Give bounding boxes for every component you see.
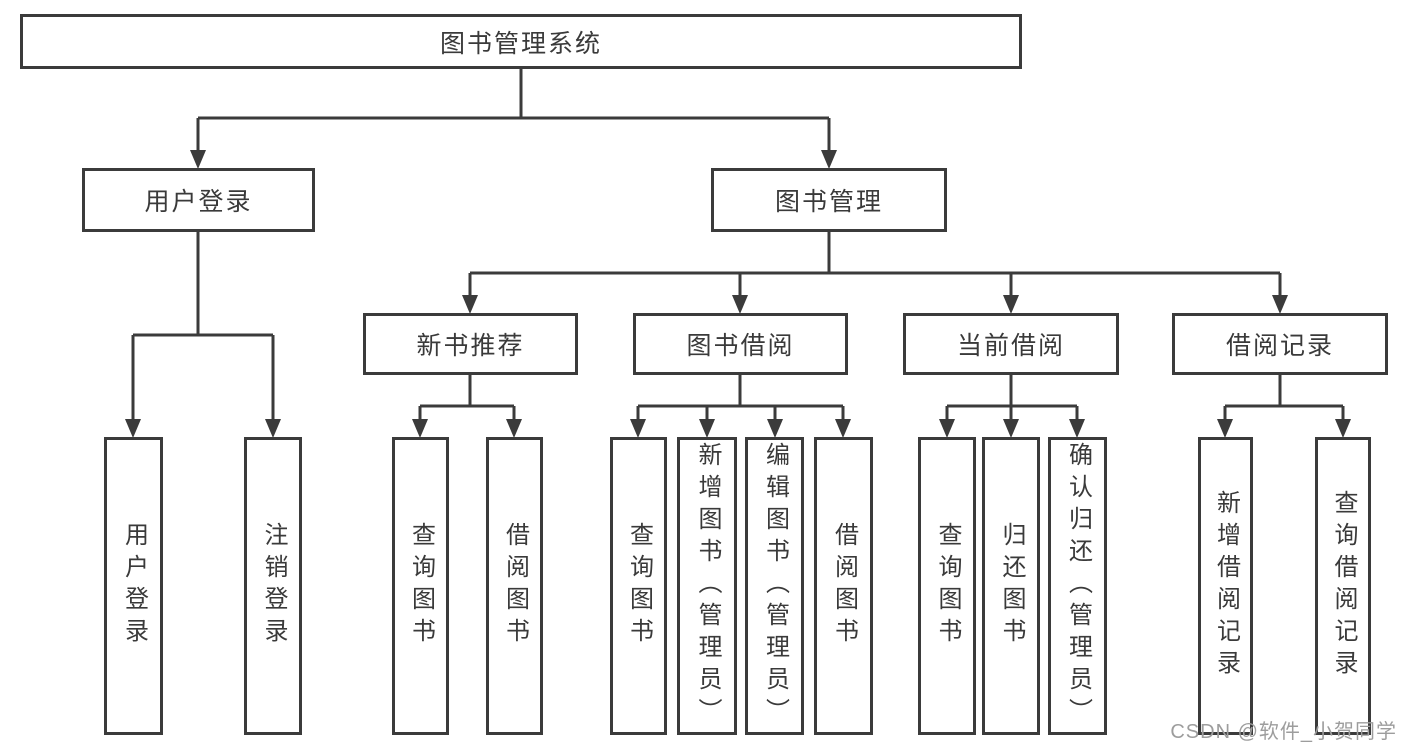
leaf-query-books-recommend: 查询图书	[392, 437, 449, 735]
node-book-management: 图书管理	[711, 168, 947, 232]
leaf-label: 查询图书	[625, 522, 653, 650]
node-label: 用户登录	[144, 188, 253, 216]
leaf-confirm-return-admin: 确认归还（管理员）	[1048, 437, 1107, 735]
leaf-label: 查询图书	[934, 522, 961, 650]
node-library-management-system: 图书管理系统	[20, 14, 1022, 69]
node-current-borrow: 当前借阅	[903, 313, 1119, 375]
leaf-label: 查询借阅记录	[1330, 490, 1357, 682]
node-label: 当前借阅	[956, 332, 1065, 360]
node-label: 新书推荐	[416, 332, 525, 360]
node-label: 借阅记录	[1225, 332, 1334, 360]
node-label: 图书管理	[774, 188, 883, 216]
leaf-query-books-current: 查询图书	[918, 437, 976, 735]
leaf-label: 确认归还（管理员）	[1064, 442, 1092, 730]
node-label: 图书借阅	[686, 332, 795, 360]
leaf-label: 新增图书（管理员）	[694, 442, 721, 730]
leaf-edit-book-admin: 编辑图书（管理员）	[745, 437, 804, 735]
node-user-login: 用户登录	[82, 168, 315, 232]
node-new-book-recommend: 新书推荐	[363, 313, 578, 375]
node-borrow-records: 借阅记录	[1172, 313, 1388, 375]
leaf-add-book-admin: 新增图书（管理员）	[677, 437, 737, 735]
leaf-label: 归还图书	[998, 522, 1025, 650]
leaf-user-login: 用户登录	[104, 437, 163, 735]
leaf-label: 借阅图书	[830, 522, 858, 650]
node-book-borrow: 图书借阅	[633, 313, 848, 375]
leaf-query-books-borrow: 查询图书	[610, 437, 667, 735]
leaf-label: 查询图书	[407, 522, 435, 650]
leaf-borrow-books-recommend: 借阅图书	[486, 437, 543, 735]
leaf-borrow-books: 借阅图书	[814, 437, 873, 735]
leaf-query-borrow-record: 查询借阅记录	[1315, 437, 1371, 735]
leaf-add-borrow-record: 新增借阅记录	[1198, 437, 1253, 735]
leaf-label: 注销登录	[260, 522, 287, 650]
leaf-label: 编辑图书（管理员）	[761, 442, 789, 730]
node-label: 图书管理系统	[439, 29, 602, 58]
leaf-label: 新增借阅记录	[1212, 490, 1240, 682]
leaf-label: 用户登录	[120, 522, 148, 650]
leaf-return-book: 归还图书	[982, 437, 1040, 735]
csdn-watermark: CSDN @软件_小贺同学	[1170, 721, 1397, 743]
leaf-logout: 注销登录	[244, 437, 302, 735]
leaf-label: 借阅图书	[501, 522, 529, 650]
